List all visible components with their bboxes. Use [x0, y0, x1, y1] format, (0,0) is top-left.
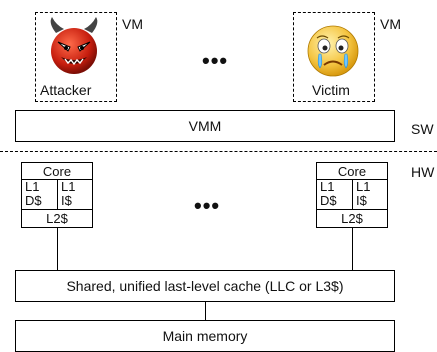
vm-ellipsis: •••: [202, 48, 229, 73]
victim-vm-box: [293, 12, 375, 102]
sw-hw-divider: [0, 151, 437, 152]
divider: [22, 209, 92, 210]
l1d-right-line1: L1: [320, 179, 335, 194]
l1d-left-line1: L1: [25, 179, 40, 194]
core-left: Core L1 D$ L1 I$ L2$: [21, 162, 93, 228]
crying-face-icon: [306, 24, 360, 78]
victim-label: Victim: [312, 82, 350, 98]
l2-right: L2$: [341, 211, 363, 226]
divider: [352, 179, 353, 209]
main-memory-box: Main memory: [15, 320, 395, 352]
devil-face-icon: [46, 17, 102, 77]
l1d-left-line2: D$: [25, 193, 42, 208]
core-right-title: Core: [337, 163, 367, 179]
llc-box: Shared, unified last-level cache (LLC or…: [15, 270, 395, 302]
divider: [317, 209, 387, 210]
l1i-left-line2: I$: [61, 193, 72, 208]
hw-label: HW: [411, 164, 435, 180]
attacker-vm-box: [35, 12, 117, 102]
l1i-right-line2: I$: [356, 193, 367, 208]
attacker-vm-label: VM: [122, 16, 143, 32]
core-right: Core L1 D$ L1 I$ L2$: [316, 162, 388, 228]
connector-llc-memory: [205, 302, 206, 320]
vmm-box: VMM: [15, 110, 395, 142]
divider: [57, 179, 58, 209]
victim-vm-label: VM: [380, 16, 401, 32]
l1i-right-line1: L1: [356, 179, 371, 194]
connector-right-core-llc: [352, 228, 353, 270]
l2-left: L2$: [46, 211, 68, 226]
cores-ellipsis: •••: [194, 193, 221, 218]
l1i-left-line1: L1: [61, 179, 76, 194]
core-left-title: Core: [42, 163, 72, 179]
connector-left-core-llc: [57, 228, 58, 270]
l1d-right-line2: D$: [320, 193, 337, 208]
attacker-label: Attacker: [40, 82, 92, 98]
sw-label: SW: [411, 121, 434, 137]
